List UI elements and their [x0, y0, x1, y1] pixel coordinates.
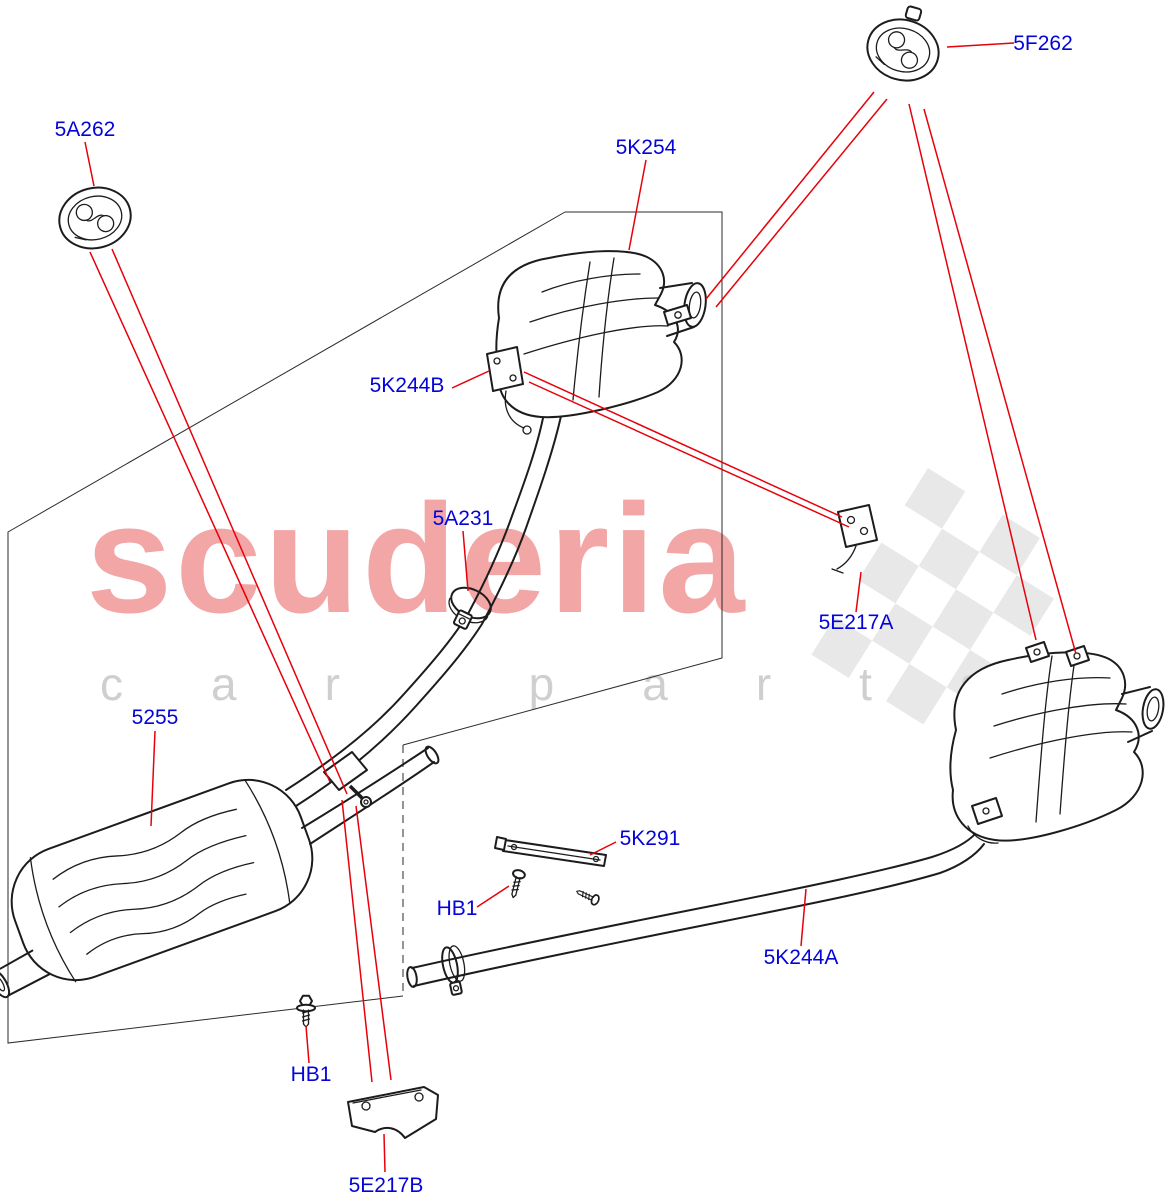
leader-5F262-to-rear-1 — [908, 103, 1037, 641]
part-label-5A262[interactable]: 5A262 — [55, 118, 116, 141]
part-label-5255[interactable]: 5255 — [132, 706, 179, 729]
mid-silencer-bracket-drawing — [486, 346, 532, 435]
part-label-5K244A[interactable]: 5K244A — [764, 946, 839, 969]
part-label-5E217A[interactable]: 5E217A — [819, 611, 894, 634]
leader-5K244A — [800, 888, 807, 947]
part-label-HB1-bottom[interactable]: HB1 — [291, 1063, 332, 1086]
mid-pipe-clamp-drawing — [448, 586, 492, 630]
leader-5F262-to-mid-1 — [705, 91, 875, 300]
leader-5E217A-label — [855, 571, 862, 613]
leader-HB1-bottom — [305, 1025, 310, 1064]
leader-bracket-link-2 — [355, 805, 392, 1081]
front-silencer-drawing — [0, 778, 314, 999]
leader-5255 — [150, 730, 156, 827]
leader-5K244B — [451, 370, 490, 389]
mid-silencer-drawing — [495, 250, 707, 419]
bracket-5E217A-drawing — [831, 504, 878, 574]
bolt-HB1-bottom-drawing — [296, 994, 316, 1028]
part-label-5A231[interactable]: 5A231 — [433, 507, 494, 530]
part-label-5K291[interactable]: 5K291 — [620, 827, 681, 850]
leader-5A262-to-bracket-2 — [111, 248, 348, 795]
intermediate-pipes-drawing — [285, 415, 562, 845]
rear-hanger-drawing — [866, 5, 940, 82]
leader-bracket-to-5E217A-2 — [528, 381, 850, 528]
leader-bracket-to-5E217A-1 — [523, 371, 843, 518]
leader-5F262-to-mid-2 — [715, 98, 888, 308]
front-hanger-drawing — [58, 186, 132, 250]
watermark-brand: scuderia — [86, 472, 748, 645]
leader-5F262-label — [946, 42, 1015, 48]
leader-5A262-to-bracket-1 — [89, 251, 331, 783]
leader-lines — [84, 42, 1077, 1173]
screws-HB1-top-drawing — [506, 867, 602, 907]
leader-bracket-link-1 — [341, 799, 373, 1083]
leader-5F262-to-rear-2 — [923, 108, 1077, 655]
leader-5A231 — [462, 530, 469, 592]
leader-5K291 — [589, 841, 617, 856]
leader-5E217B-label — [383, 1133, 386, 1173]
part-label-5E217B[interactable]: 5E217B — [349, 1174, 424, 1197]
rear-silencer-drawing — [949, 641, 1165, 844]
leader-5A262-label — [84, 141, 95, 187]
checkered-flag-watermark — [811, 468, 1054, 725]
leader-HB1-top — [476, 885, 510, 908]
part-label-5K254[interactable]: 5K254 — [616, 136, 677, 159]
rear-pipe-drawing — [406, 832, 985, 996]
part-label-HB1-top[interactable]: HB1 — [437, 897, 478, 920]
perspective-frame — [7, 211, 723, 1044]
leader-5K254 — [628, 159, 647, 251]
bracket-5E217B-drawing — [347, 1086, 439, 1139]
part-label-5K244B[interactable]: 5K244B — [370, 374, 445, 397]
rail-5K291-drawing — [494, 836, 607, 867]
part-label-5F262[interactable]: 5F262 — [1013, 32, 1073, 55]
